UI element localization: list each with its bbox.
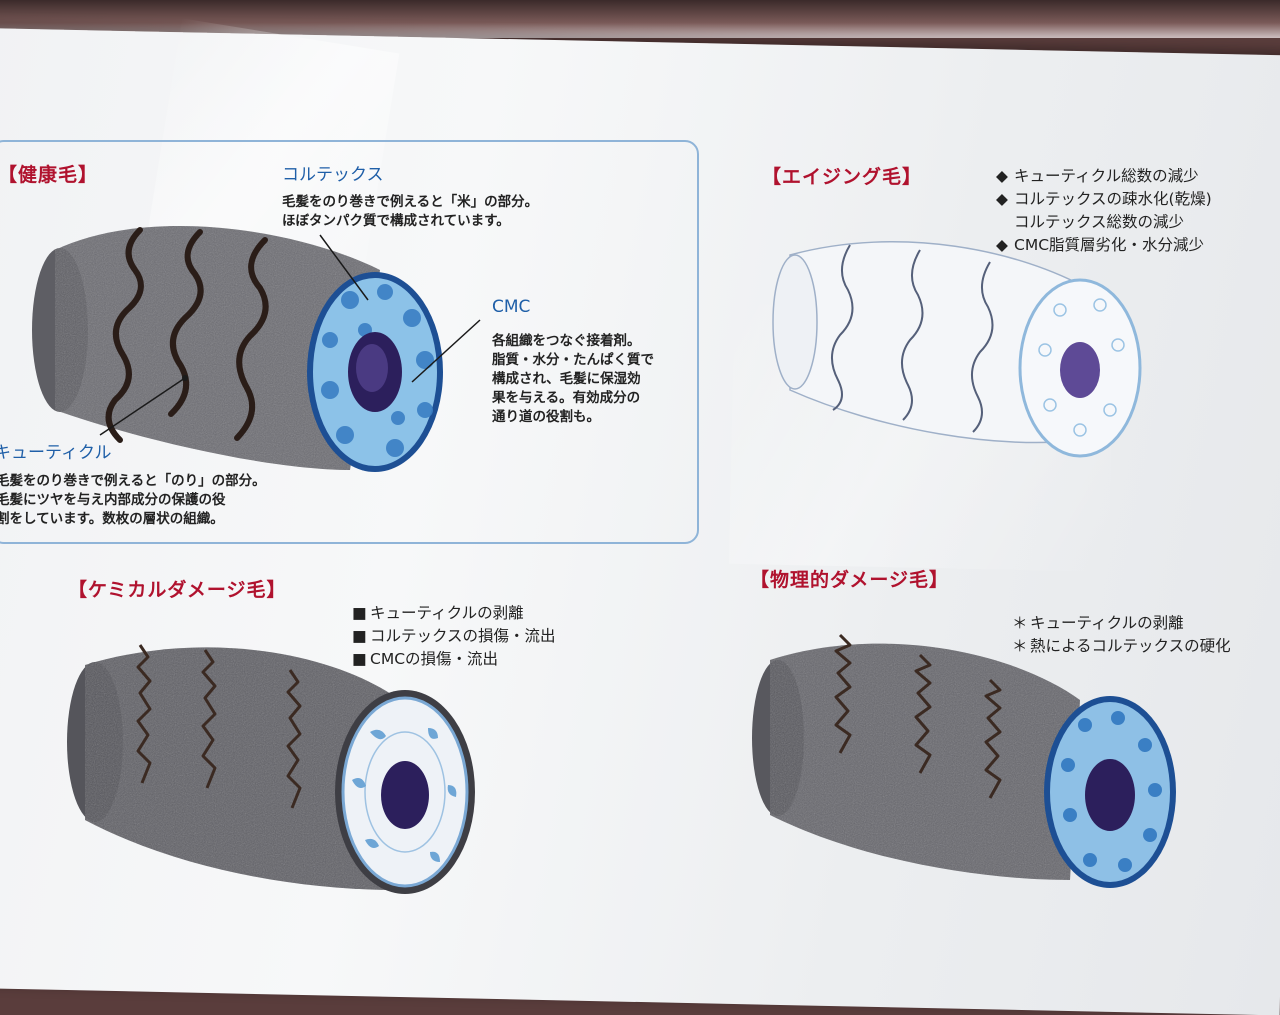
cmc-desc-line: 構成され、毛髪に保湿効 bbox=[492, 371, 641, 387]
cuticle-line bbox=[105, 227, 144, 443]
cmc-desc-line: 通り道の役割も。 bbox=[492, 409, 600, 425]
chemical-note: ■キューティクルの剥離 bbox=[352, 602, 556, 625]
diamond-bullet-icon: ◆ bbox=[996, 190, 1008, 208]
aging-note: ◆コルテックスの疎水化(乾燥) bbox=[996, 188, 1212, 211]
diamond-bullet-icon: ◆ bbox=[996, 236, 1008, 254]
cuticle-line bbox=[136, 644, 152, 784]
chemical-damage-notes: ■キューティクルの剥離 ■コルテックスの損傷・流出 ■CMCの損傷・流出 bbox=[352, 602, 556, 671]
cortex-label: コルテックス bbox=[282, 165, 384, 185]
cuticle-line bbox=[831, 244, 854, 411]
cuticle-line bbox=[984, 678, 1002, 799]
cuticle-line bbox=[971, 261, 994, 433]
cuticle-description: 毛髪をのり巻きで例えると「のり」の部分。 毛髪にツヤを与え内部成分の保護の役 割… bbox=[0, 472, 266, 529]
healthy-hair-panel bbox=[0, 140, 699, 544]
cortex-leader-line bbox=[319, 234, 369, 301]
cmc-desc-line: 果を与える。有効成分の bbox=[492, 390, 641, 406]
physical-damage-title: 【物理的ダメージ毛】 bbox=[750, 569, 950, 591]
physical-note: ＊熱によるコルテックスの硬化 bbox=[1012, 635, 1231, 658]
cmc-desc-line: 脂質・水分・たんぱく質で bbox=[492, 352, 654, 368]
chemical-damage-illustration bbox=[67, 644, 475, 894]
chemical-damage-title: 【ケミカルダメージ毛】 bbox=[68, 579, 287, 601]
cuticle-line bbox=[901, 249, 924, 421]
healthy-hair-illustration bbox=[32, 226, 481, 472]
cuticle-line bbox=[914, 653, 932, 774]
asterisk-bullet-icon: ＊ bbox=[1012, 637, 1028, 655]
cuticle-desc-line: 毛髪をのり巻きで例えると「のり」の部分。 bbox=[0, 473, 266, 489]
cmc-label: CMC bbox=[492, 297, 531, 317]
aging-note: コルテックス総数の減少 bbox=[1014, 213, 1185, 231]
cuticle-line bbox=[286, 669, 302, 809]
aging-note: ◆キューティクル総数の減少 bbox=[996, 165, 1212, 188]
cuticle-line bbox=[834, 633, 852, 754]
asterisk-bullet-icon: ＊ bbox=[1012, 614, 1028, 632]
diamond-bullet-icon: ◆ bbox=[996, 167, 1008, 185]
cortex-desc-line: ほぼタンパク質で構成されています。 bbox=[282, 213, 510, 229]
square-bullet-icon: ■ bbox=[352, 627, 367, 645]
physical-damage-illustration bbox=[752, 633, 1176, 888]
cuticle-desc-line: 割をしています。数枚の層状の組織。 bbox=[0, 511, 224, 527]
aging-hair-notes: ◆キューティクル総数の減少 ◆コルテックスの疎水化(乾燥) コルテックス総数の減… bbox=[996, 165, 1212, 257]
aging-hair-illustration bbox=[772, 241, 1142, 458]
cmc-leader-line bbox=[411, 319, 481, 383]
cmc-desc-line: 各組織をつなぐ接着剤。 bbox=[492, 333, 641, 349]
healthy-hair-title: 【健康毛】 bbox=[0, 164, 99, 186]
square-bullet-icon: ■ bbox=[352, 650, 367, 668]
cuticle-line bbox=[234, 237, 269, 441]
aging-hair-title: 【エイジング毛】 bbox=[762, 166, 923, 188]
cuticle-leader-line bbox=[99, 377, 186, 436]
chemical-note: ■コルテックスの損傷・流出 bbox=[352, 625, 556, 648]
aging-note: ◆CMC脂質層劣化・水分減少 bbox=[996, 234, 1212, 257]
square-bullet-icon: ■ bbox=[352, 604, 367, 622]
cortex-description: 毛髪をのり巻きで例えると「米」の部分。 ほぼタンパク質で構成されています。 bbox=[282, 193, 538, 231]
cuticle-label: キューティクル bbox=[0, 443, 112, 463]
cuticle-desc-line: 毛髪にツヤを与え内部成分の保護の役 bbox=[0, 492, 226, 508]
physical-damage-notes: ＊キューティクルの剥離 ＊熱によるコルテックスの硬化 bbox=[1012, 612, 1231, 658]
cortex-desc-line: 毛髪をのり巻きで例えると「米」の部分。 bbox=[282, 194, 539, 210]
cuticle-line bbox=[201, 649, 217, 789]
chemical-note: ■CMCの損傷・流出 bbox=[352, 648, 556, 671]
cmc-description: 各組織をつなぐ接着剤。 脂質・水分・たんぱく質で 構成され、毛髪に保湿効 果を与… bbox=[492, 332, 654, 427]
physical-note: ＊キューティクルの剥離 bbox=[1012, 612, 1231, 635]
